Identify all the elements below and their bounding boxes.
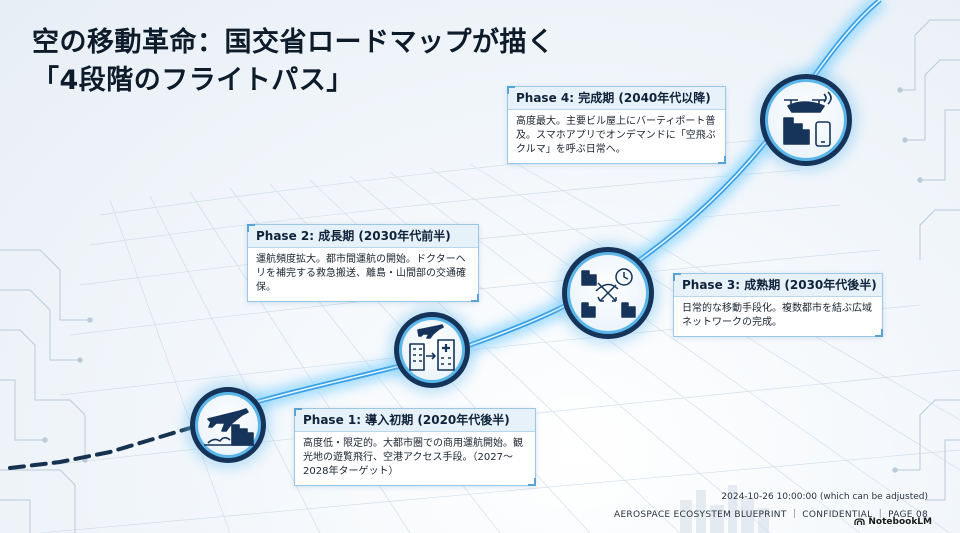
phase-card-2: Phase 2: 成長期 (2030年代前半) 運航頻度拡大。都市間運航の開始。… — [247, 224, 479, 302]
brand-text: NotebookLM — [868, 517, 932, 527]
phase-node-2 — [388, 306, 476, 394]
phase-4-body: 高度最大。主要ビル屋上にバーティポート普及。スマホアプリでオンデマンドに「空飛ぶ… — [516, 116, 716, 155]
title-line-2: 「4段階のフライトパス」 — [32, 65, 354, 96]
phase-2-body: 運航頻度拡大。都市間運航の開始。ドクターヘリを補完する救急搬送、離島・山間部の交… — [256, 254, 466, 293]
phase-node-3 — [556, 241, 660, 345]
phase-3-body: 日常的な移動手段化。複数都市を結ぶ広域ネットワークの完成。 — [682, 303, 872, 328]
phase-1-heading: Phase 1: 導入初期 (2020年代後半) — [295, 409, 535, 432]
title-line-1: 空の移動革命：国交省ロードマップが描く — [32, 27, 555, 58]
city-skyline — [680, 485, 769, 533]
brand-label: NotebookLM — [854, 517, 932, 527]
flight-path-dashed — [8, 426, 192, 470]
phase-node-4 — [754, 68, 858, 172]
phase-1-body: 高度低・限定的。大都市圏での商用運航開始。観光地の遊覧飛行、空港アクセス手段。（… — [303, 438, 523, 477]
notebooklm-logo-icon — [854, 518, 866, 525]
phase-card-4: Phase 4: 完成期 (2040年代以降) 高度最大。主要ビル屋上にバーティ… — [507, 86, 726, 164]
footer-meta: AEROSPACE ECOSYSTEM BLUEPRINT ｜ CONFIDEN… — [613, 510, 928, 520]
phase-card-3: Phase 3: 成熟期 (2030年代後半) 日常的な移動手段化。複数都市を結… — [673, 273, 883, 337]
slide-title: 空の移動革命：国交省ロードマップが描く 「4段階のフライトパス」 — [32, 24, 555, 100]
phase-4-heading: Phase 4: 完成期 (2040年代以降) — [508, 87, 725, 110]
phase-3-heading: Phase 3: 成熟期 (2030年代後半) — [674, 274, 882, 297]
phase-2-heading: Phase 2: 成長期 (2030年代前半) — [248, 225, 478, 248]
city-network-icon — [581, 268, 636, 318]
drone-smartphone-icon — [783, 91, 832, 147]
phase-card-1: Phase 1: 導入初期 (2020年代後半) 高度低・限定的。大都市圏での商… — [294, 408, 536, 486]
footer-date: 2024-10-26 10:00:00 (which can be adjust… — [721, 492, 928, 502]
airplane-city-icon — [204, 408, 254, 446]
circuit-lines-right — [892, 19, 960, 501]
circuit-lines-left — [0, 249, 93, 533]
airplane-hospital-icon — [409, 324, 455, 371]
phase-node-1 — [184, 381, 272, 469]
